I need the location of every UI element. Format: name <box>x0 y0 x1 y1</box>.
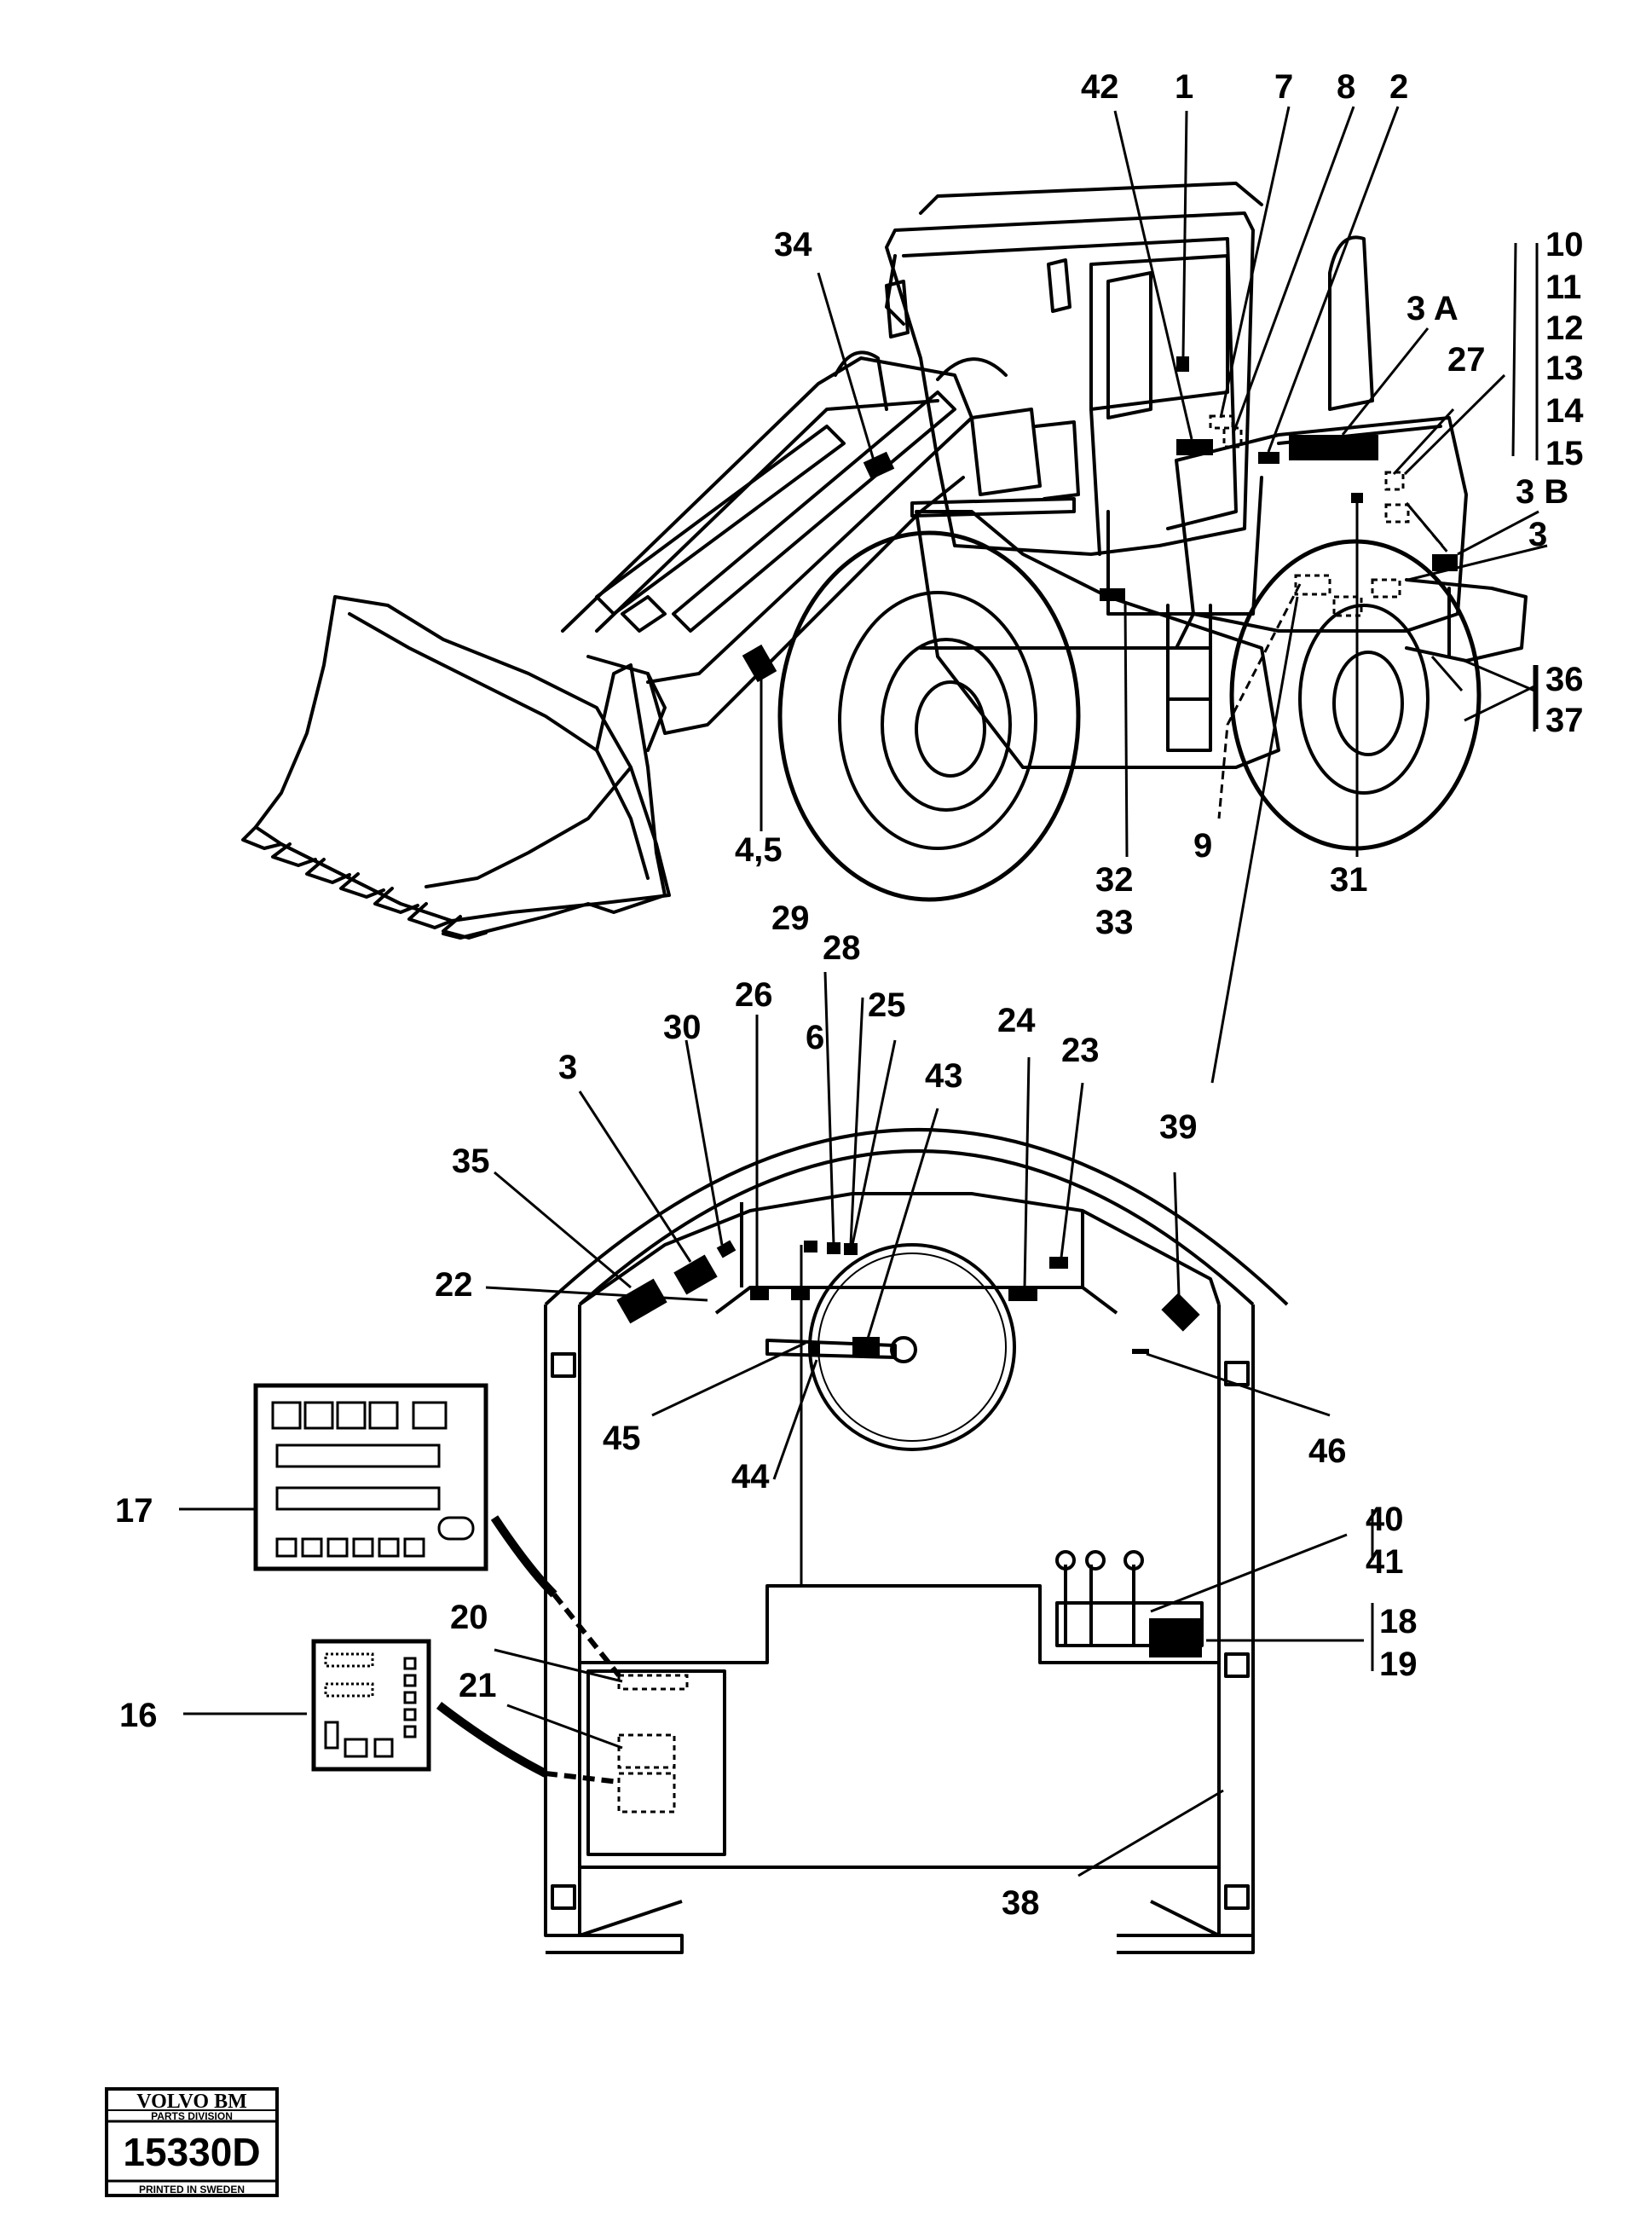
callout-35: 35 <box>452 1143 490 1180</box>
callout-2: 2 <box>1389 68 1408 106</box>
callout-43: 43 <box>925 1057 963 1095</box>
callout-33: 33 <box>1095 904 1134 941</box>
panel-zoom-leaders <box>436 1515 621 1785</box>
callout-44: 44 <box>731 1458 770 1495</box>
callout-11: 11 <box>1545 269 1581 306</box>
callout-30: 30 <box>663 1009 702 1046</box>
callout-45: 45 <box>603 1420 641 1457</box>
stamp-number: 15330D <box>123 2130 260 2174</box>
callout-4-5: 4,5 <box>735 831 783 869</box>
wheel-loader-illustration <box>241 182 1528 940</box>
callout-39: 39 <box>1159 1108 1198 1146</box>
callout-36: 36 <box>1545 661 1584 698</box>
cab-leader-lines <box>179 971 1374 1877</box>
callout-3b: 3 B <box>1516 473 1568 511</box>
callout-25: 25 <box>868 986 906 1024</box>
callout-17: 17 <box>115 1492 153 1530</box>
callout-3-cab: 3 <box>558 1049 577 1086</box>
callout-8: 8 <box>1337 68 1355 106</box>
callout-7: 7 <box>1274 68 1293 106</box>
cab-decal-marks <box>616 1240 1202 1657</box>
callout-1: 1 <box>1175 68 1193 106</box>
callout-42: 42 <box>1081 68 1119 106</box>
callout-40: 40 <box>1366 1501 1404 1538</box>
callout-31: 31 <box>1330 861 1368 899</box>
callout-22: 22 <box>435 1266 473 1304</box>
instrument-panel-17 <box>253 1383 488 1571</box>
callout-14: 14 <box>1545 392 1584 430</box>
callout-29: 29 <box>771 900 810 937</box>
callout-3a: 3 A <box>1407 290 1458 327</box>
stamp-division: PARTS DIVISION <box>151 2110 233 2122</box>
callout-34: 34 <box>774 226 812 263</box>
callout-26: 26 <box>735 976 773 1014</box>
volvo-bm-stamp: VOLVO BM PARTS DIVISION 15330D PRINTED I… <box>105 2087 279 2197</box>
callout-24: 24 <box>997 1002 1036 1039</box>
cab-hidden-decals <box>617 1674 689 1814</box>
callout-labels: 42 1 7 8 2 34 3 A 27 10 11 12 13 14 15 3… <box>115 68 1584 1922</box>
callout-6: 6 <box>806 1019 824 1056</box>
callout-41: 41 <box>1366 1543 1404 1581</box>
callout-13: 13 <box>1545 350 1584 387</box>
stamp-printed: PRINTED IN SWEDEN <box>139 2184 245 2195</box>
callout-46: 46 <box>1308 1432 1347 1470</box>
loader-dashed-leaders <box>1217 502 1451 819</box>
callout-9: 9 <box>1193 827 1212 865</box>
callout-10: 10 <box>1545 226 1584 263</box>
callout-3-loader: 3 <box>1528 516 1547 553</box>
stamp-brand: VOLVO BM <box>136 2091 247 2113</box>
callout-27: 27 <box>1447 341 1486 379</box>
instrument-panel-16 <box>311 1639 431 1772</box>
callout-15: 15 <box>1545 435 1584 472</box>
callout-28: 28 <box>823 929 861 967</box>
loader-decal-marks <box>742 356 1458 683</box>
loader-leader-lines <box>760 106 1548 1084</box>
callout-18: 18 <box>1379 1603 1418 1640</box>
callout-20: 20 <box>450 1599 488 1636</box>
cab-interior-illustration <box>544 1128 1289 1954</box>
callout-12: 12 <box>1545 309 1584 347</box>
callout-23: 23 <box>1061 1032 1100 1069</box>
callout-32: 32 <box>1095 861 1134 899</box>
callout-16: 16 <box>119 1697 158 1734</box>
callout-37: 37 <box>1545 702 1584 739</box>
callout-19: 19 <box>1379 1646 1418 1683</box>
callout-38: 38 <box>1002 1884 1040 1922</box>
callout-21: 21 <box>459 1667 497 1704</box>
